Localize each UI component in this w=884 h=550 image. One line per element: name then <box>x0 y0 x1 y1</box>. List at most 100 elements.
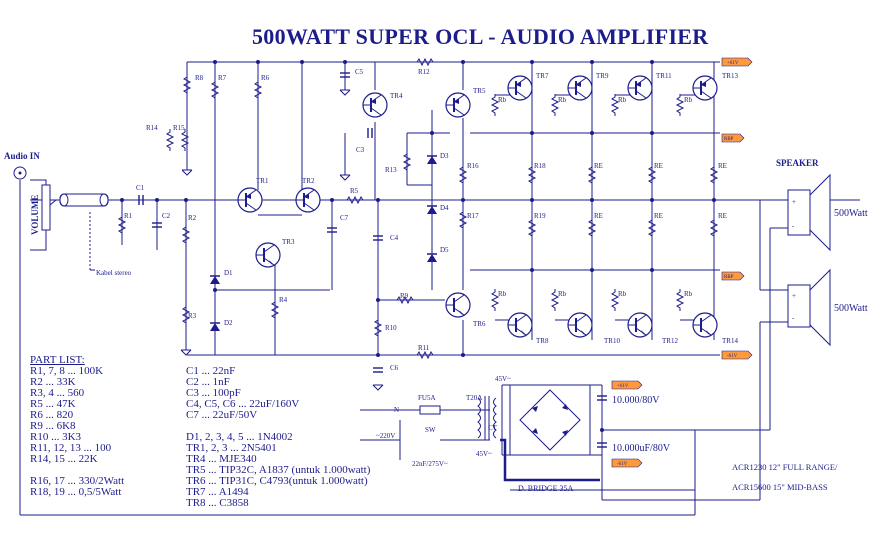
svg-text:D3: D3 <box>440 152 449 160</box>
svg-text:R13: R13 <box>385 166 397 174</box>
junction-dots <box>120 60 716 432</box>
svg-text:Rb: Rb <box>618 290 627 298</box>
svg-text:+: + <box>792 198 796 206</box>
part-list-heading: PART LIST: <box>30 354 85 366</box>
bridge-label: D. BRIDGE 35A <box>518 484 574 493</box>
svg-text:RE: RE <box>654 162 663 170</box>
bias-tag-bottom: RBP <box>724 275 734 280</box>
svg-text:C6: C6 <box>390 364 399 372</box>
part-list-item: TR7 ... A1494 <box>186 486 249 498</box>
svg-text:R17: R17 <box>467 212 479 220</box>
svg-text:R18: R18 <box>534 162 546 170</box>
svg-text:R3: R3 <box>188 312 197 320</box>
part-list-item: R2 ... 33K <box>30 376 76 388</box>
part-list-item: C1 ... 22nF <box>186 365 236 377</box>
volume-label: VOLUME <box>30 195 40 235</box>
v45-top-label: 45V~ <box>495 375 511 383</box>
designators: R1 R2 R3 R4 R5 R6 R7 R8 R9 R10 R11 R12 R… <box>124 68 738 372</box>
svg-text:R4: R4 <box>279 296 288 304</box>
part-list-item: TR8 ... C3858 <box>186 497 249 509</box>
switch-label: SW <box>425 426 436 434</box>
svg-text:R10: R10 <box>385 324 397 332</box>
watt-bottom-label: 500Watt <box>834 303 868 314</box>
svg-text:Rb: Rb <box>684 290 693 298</box>
svg-text:RE: RE <box>594 162 603 170</box>
part-list-item: C3 ... 100pF <box>186 387 241 399</box>
svg-text:TR12: TR12 <box>662 337 678 345</box>
svg-text:C5: C5 <box>355 68 364 76</box>
svg-text:R2: R2 <box>188 214 197 222</box>
part-list-item: C7 ... 22uF/50V <box>186 409 258 421</box>
svg-text:R7: R7 <box>218 74 227 82</box>
speaker-label: SPEAKER <box>776 158 819 168</box>
fuse <box>419 405 441 415</box>
svg-text:R16: R16 <box>467 162 479 170</box>
cap-top-label: 10.000/80V <box>612 395 660 406</box>
svg-text:Rb: Rb <box>558 290 567 298</box>
diodes <box>209 155 438 332</box>
part-list-item: TR4 ... MJE340 <box>186 453 257 465</box>
speaker-note-1: ACR1230 12" FULL RANGE/ <box>732 462 838 472</box>
diagram-title: 500WATT SUPER OCL - AUDIO AMPLIFIER <box>252 24 709 49</box>
part-list-item: TR5 ... TIP32C, A1837 (untuk 1.000watt) <box>186 464 371 476</box>
svg-text:TR8: TR8 <box>536 337 549 345</box>
bridge-rectifier <box>509 384 591 456</box>
part-list-item: C4, C5, C6 ... 22uF/160V <box>186 398 300 410</box>
part-list-item: R3, 4 ... 560 <box>30 387 85 399</box>
svg-text:RE: RE <box>718 212 727 220</box>
fuse-label: FU5A <box>418 394 436 402</box>
svg-text:Rb: Rb <box>498 96 507 104</box>
resistors <box>118 58 718 359</box>
part-list-item: TR6 ... TIP31C, C4793(untuk 1.000watt) <box>186 475 368 487</box>
svg-text:R19: R19 <box>534 212 546 220</box>
transistors <box>237 75 718 338</box>
part-list-item: R10 ... 3K3 <box>30 431 82 443</box>
svg-text:R14: R14 <box>146 124 158 132</box>
neutral-label: N <box>394 406 399 414</box>
part-list-item: C2 ... 1nF <box>186 376 230 388</box>
part-list-left: PART LIST: R1, 7, 8 ... 100K R2 ... 33K … <box>30 355 124 498</box>
audio-in-label: Audio IN <box>4 151 40 161</box>
svg-text:+: + <box>792 292 796 300</box>
center-tap-label: CT <box>488 424 498 432</box>
svg-text:TR11: TR11 <box>656 72 672 80</box>
svg-text:C2: C2 <box>162 212 171 220</box>
part-list-item: R6 ... 820 <box>30 409 74 421</box>
part-list-item: R18, 19 ... 0,5/5Watt <box>30 486 122 498</box>
svg-text:TR2: TR2 <box>302 177 315 185</box>
svg-text:D1: D1 <box>224 269 233 277</box>
speaker-note-2: ACR15600 15" MID-BASS <box>732 482 828 492</box>
svg-text:TR14: TR14 <box>722 337 738 345</box>
svg-text:RE: RE <box>594 212 603 220</box>
svg-text:R1: R1 <box>124 212 133 220</box>
part-list-item: R1, 7, 8 ... 100K <box>30 365 104 377</box>
part-list-item: R16, 17 ... 330/2Watt <box>30 475 125 487</box>
svg-text:R6: R6 <box>261 74 270 82</box>
svg-text:Rb: Rb <box>684 96 693 104</box>
transformer-label: T20A <box>466 394 482 402</box>
svg-text:TR7: TR7 <box>536 72 549 80</box>
transformer <box>477 396 497 440</box>
svg-text:D5: D5 <box>440 246 449 254</box>
svg-text:Rb: Rb <box>618 96 627 104</box>
svg-text:R11: R11 <box>418 344 430 352</box>
svg-text:TR13: TR13 <box>722 72 738 80</box>
svg-text:R12: R12 <box>418 68 430 76</box>
svg-text:R5: R5 <box>350 187 359 195</box>
mains-cap-label: 22nF/275V~ <box>412 460 448 468</box>
part-list-right: C1 ... 22nF C2 ... 1nF C3 ... 100pF C4, … <box>186 366 370 509</box>
svg-text:D2: D2 <box>224 319 233 327</box>
part-list-item: D1, 2, 3, 4, 5 ... 1N4002 <box>186 431 293 443</box>
svg-text:D4: D4 <box>440 204 449 212</box>
svg-text:C4: C4 <box>390 234 399 242</box>
svg-text:TR3: TR3 <box>282 238 295 246</box>
svg-text:TR6: TR6 <box>473 320 486 328</box>
svg-text:R15: R15 <box>173 124 185 132</box>
svg-text:C7: C7 <box>340 214 349 222</box>
input-jack <box>13 166 27 180</box>
svg-text:C1: C1 <box>136 184 145 192</box>
svg-text:TR9: TR9 <box>596 72 609 80</box>
svg-text:Rb: Rb <box>498 290 507 298</box>
part-list-item: TR1, 2, 3 ... 2N5401 <box>186 442 277 454</box>
